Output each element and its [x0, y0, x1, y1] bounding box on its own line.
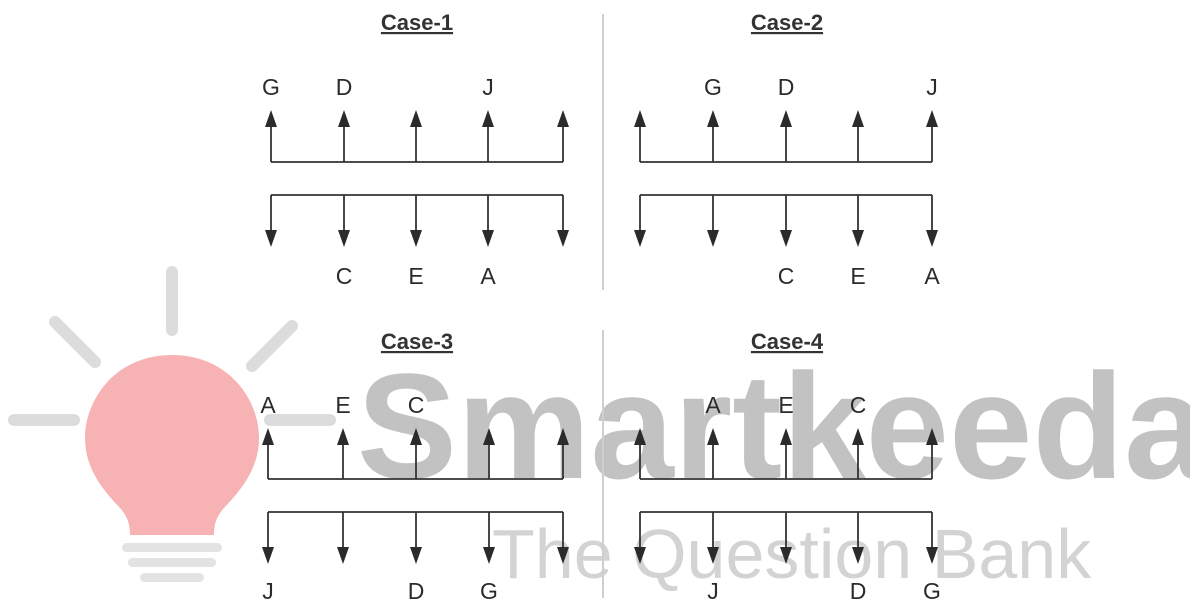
- arrow-down-icon: [926, 547, 938, 564]
- case-2-title: Case-2: [751, 10, 823, 35]
- case-2-top-seat-3-label: D: [778, 74, 795, 100]
- arrow-down-icon: [482, 230, 494, 247]
- case-4-panel: Case-4 A J E C D G: [634, 329, 941, 601]
- arrow-down-icon: [410, 230, 422, 247]
- case-4-bottom-seat-4-label: D: [850, 578, 867, 601]
- bulb-rays-icon: [8, 266, 336, 426]
- case-4-top-seat-4-label: C: [850, 392, 867, 418]
- case-1-top-seat-1-label: G: [262, 74, 280, 100]
- case-3-top-seat-2-label: E: [335, 392, 350, 418]
- arrow-down-icon: [265, 230, 277, 247]
- arrow-up-icon: [557, 110, 569, 127]
- case-3-bottom-seat-3-label: D: [408, 578, 425, 601]
- arrow-down-icon: [337, 547, 349, 564]
- arrow-up-icon: [482, 110, 494, 127]
- arrow-down-icon: [262, 547, 274, 564]
- case-1-top-seat-4-label: J: [482, 74, 494, 100]
- arrow-down-icon: [707, 547, 719, 564]
- arrow-up-icon: [410, 428, 422, 445]
- case-3-panel: Case-3 A J E C D G: [260, 329, 569, 601]
- watermark-brand: Smartkeeda: [357, 342, 1190, 510]
- case-1-bottom-seat-2-label: C: [336, 263, 353, 289]
- arrow-up-icon: [707, 110, 719, 127]
- smartkeeda-watermark: Smartkeeda The Question Bank: [8, 266, 1190, 593]
- case-4-bottom-seat-2-label: J: [707, 578, 719, 601]
- arrow-up-icon: [410, 110, 422, 127]
- arrow-down-icon: [852, 230, 864, 247]
- arrow-down-icon: [557, 230, 569, 247]
- arrow-down-icon: [707, 230, 719, 247]
- arrow-down-icon: [780, 547, 792, 564]
- arrow-down-icon: [557, 547, 569, 564]
- case-4-top-seat-3-label: E: [778, 392, 793, 418]
- case-1-title: Case-1: [381, 10, 453, 35]
- case-3-top-seat-3-label: C: [408, 392, 425, 418]
- lightbulb-icon: [85, 355, 259, 582]
- arrow-up-icon: [926, 428, 938, 445]
- arrow-down-icon: [338, 230, 350, 247]
- arrow-up-icon: [780, 428, 792, 445]
- arrow-up-icon: [634, 428, 646, 445]
- arrow-up-icon: [634, 110, 646, 127]
- case-2-top-seat-2-label: G: [704, 74, 722, 100]
- case-2-bottom-seat-4-label: E: [850, 263, 865, 289]
- case-4-title: Case-4: [751, 329, 824, 354]
- case-2-top-seat-5-label: J: [926, 74, 938, 100]
- arrow-up-icon: [852, 428, 864, 445]
- case-3-title: Case-3: [381, 329, 453, 354]
- case-2-panel: Case-2 G D C E J A: [634, 10, 940, 289]
- arrow-down-icon: [852, 547, 864, 564]
- case-1-bottom-seat-3-label: E: [408, 263, 423, 289]
- case-4-bottom-seat-5-label: G: [923, 578, 941, 601]
- arrow-down-icon: [410, 547, 422, 564]
- case-3-top-seat-1-label: A: [260, 392, 276, 418]
- case-1-top-seat-2-label: D: [336, 74, 353, 100]
- case-2-bottom-seat-5-label: A: [924, 263, 940, 289]
- arrow-up-icon: [483, 428, 495, 445]
- case-2-bottom-seat-3-label: C: [778, 263, 795, 289]
- case-1-panel: Case-1 G D C E J A: [262, 10, 569, 289]
- arrow-up-icon: [337, 428, 349, 445]
- watermark-tagline: The Question Bank: [492, 515, 1092, 593]
- arrow-up-icon: [265, 110, 277, 127]
- arrow-down-icon: [780, 230, 792, 247]
- arrow-up-icon: [926, 110, 938, 127]
- arrow-up-icon: [707, 428, 719, 445]
- case-1-bottom-seat-4-label: A: [480, 263, 496, 289]
- case-3-bottom-seat-4-label: G: [480, 578, 498, 601]
- arrow-down-icon: [634, 230, 646, 247]
- arrow-down-icon: [926, 230, 938, 247]
- case-3-bottom-seat-1-label: J: [262, 578, 274, 601]
- case-4-top-seat-2-label: A: [705, 392, 721, 418]
- arrow-down-icon: [483, 547, 495, 564]
- arrow-down-icon: [634, 547, 646, 564]
- arrow-up-icon: [852, 110, 864, 127]
- arrow-up-icon: [557, 428, 569, 445]
- arrow-up-icon: [338, 110, 350, 127]
- arrow-up-icon: [780, 110, 792, 127]
- arrow-up-icon: [262, 428, 274, 445]
